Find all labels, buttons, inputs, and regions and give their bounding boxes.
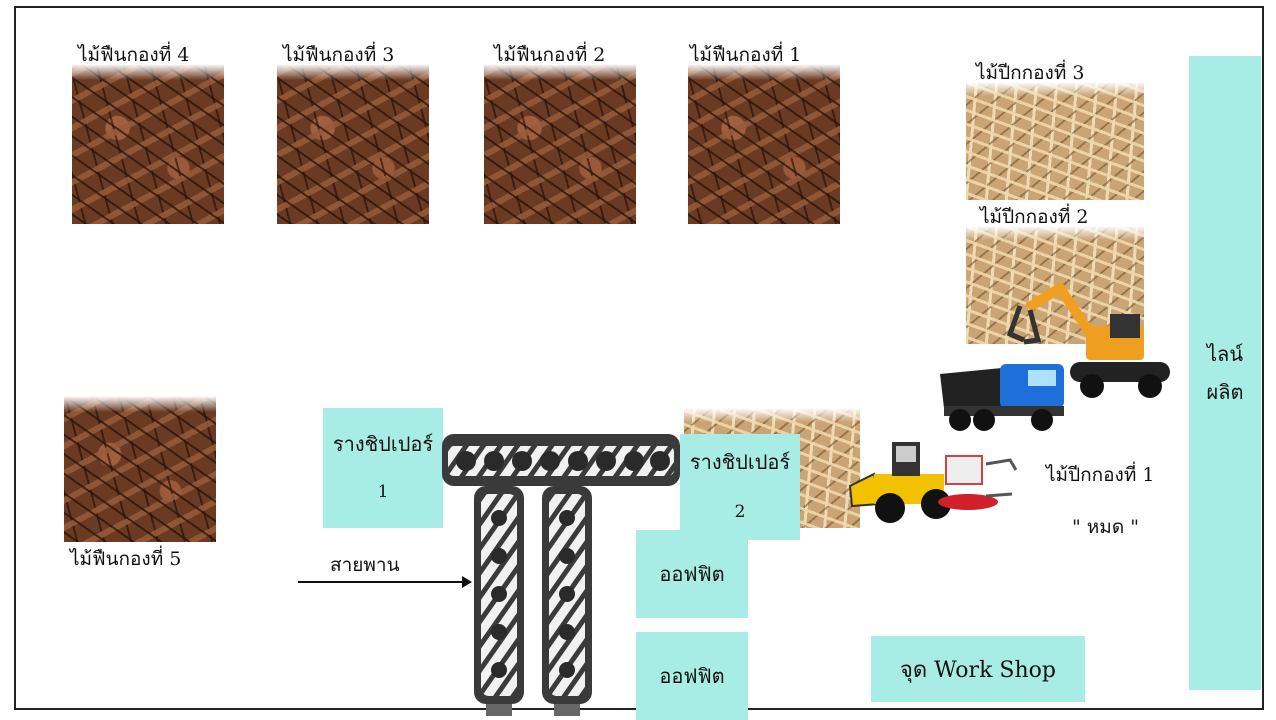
- workshop-box: จุด Work Shop: [871, 636, 1085, 702]
- firewood-pile-4-image: [72, 64, 224, 224]
- arrow-right-icon: [298, 576, 472, 588]
- firewood-pile-3-image: [277, 64, 429, 224]
- firewood-pile-3-label: ไม้ฟืนกองที่ 3: [283, 44, 395, 66]
- offfit-box-1: ออฟฟิต: [636, 530, 748, 618]
- chip-pile-1-label: ไม้ปีกกองที่ 1: [1046, 464, 1155, 486]
- offfit-label-2: ออฟฟิต: [659, 664, 725, 688]
- chip-pile-3-label: ไม้ปีกกองที่ 3: [976, 62, 1085, 84]
- chipper-chute-2-label: รางชิปเปอร์: [689, 450, 791, 474]
- production-line-label-2: ผลิต: [1206, 380, 1244, 404]
- chip-pile-2-image: [966, 226, 1144, 344]
- firewood-pile-2-image: [484, 64, 636, 224]
- workshop-label: จุด Work Shop: [900, 657, 1056, 683]
- firewood-pile-1-image: [688, 64, 840, 224]
- firewood-pile-5-label: ไม้ฟืนกองที่ 5: [70, 548, 182, 570]
- firewood-pile-5-image: [64, 396, 216, 542]
- conveyor-belt-icon: [442, 434, 680, 716]
- chipper-chute-2-number: 2: [734, 502, 746, 522]
- conveyor-label: สายพาน: [330, 554, 400, 576]
- production-line-label-1: ไลน์: [1207, 342, 1243, 366]
- chipper-chute-1-box: รางชิปเปอร์ 1: [323, 408, 443, 528]
- chip-pile-2-label: ไม้ปีกกองที่ 2: [980, 206, 1089, 228]
- wheel-loader-icon: [848, 442, 1018, 523]
- firewood-pile-1-label: ไม้ฟืนกองที่ 1: [690, 44, 802, 66]
- dump-truck-icon: [940, 364, 1064, 431]
- firewood-pile-4-label: ไม้ฟืนกองที่ 4: [78, 44, 190, 66]
- chip-pile-3-image: [966, 82, 1144, 200]
- offfit-label-1: ออฟฟิต: [659, 562, 725, 586]
- offfit-box-2: ออฟฟิต: [636, 632, 748, 720]
- production-line-box: ไลน์ ผลิต: [1189, 56, 1261, 690]
- excavator-icon: [1006, 283, 1170, 398]
- chipper-chute-1-number: 1: [377, 482, 389, 502]
- chipper-chute-2-box: รางชิปเปอร์ 2: [680, 434, 800, 540]
- chip-pile-1-status: " หมด ": [1072, 516, 1139, 538]
- chipper-chute-1-label: รางชิปเปอร์: [332, 432, 434, 456]
- firewood-pile-2-label: ไม้ฟืนกองที่ 2: [494, 44, 606, 66]
